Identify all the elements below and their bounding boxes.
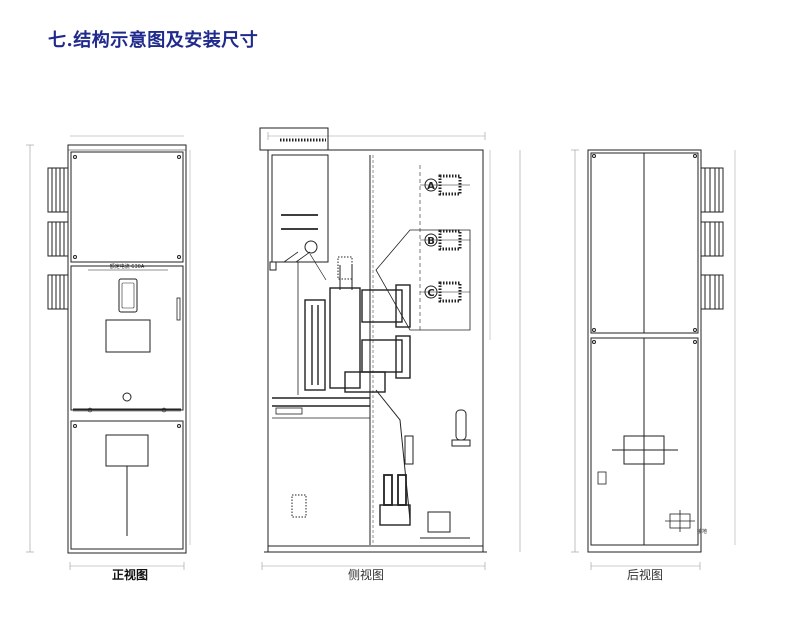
circuit-breaker [304,284,411,393]
side-view [259,127,521,570]
rear-view-caption: 后视图 [627,568,664,582]
phase-label-c: C [427,288,434,299]
phase-label-b: B [427,236,435,247]
rear-bushing-3 [700,274,724,310]
side-view-caption: 侧视图 [348,568,385,582]
front-nameplate: 额定电流 630A [110,263,145,270]
front-bushing-2 [47,221,69,257]
busbar-a [424,174,462,196]
rear-bushing-2 [700,221,724,257]
voltage-transformer [379,474,411,526]
front-bushing-3 [47,274,69,310]
rear-bushing-1 [700,167,724,213]
front-view [26,135,191,570]
front-view-caption: 正视图 [112,568,149,582]
front-bushing-1 [47,167,69,213]
page-title: 七.结构示意图及安装尺寸 [48,30,259,51]
busbar-c [424,281,462,303]
rear-ground-label: 接地 [697,528,707,535]
busbar-b [424,229,462,251]
rear-view [571,149,736,570]
phase-label-a: A [427,181,435,192]
